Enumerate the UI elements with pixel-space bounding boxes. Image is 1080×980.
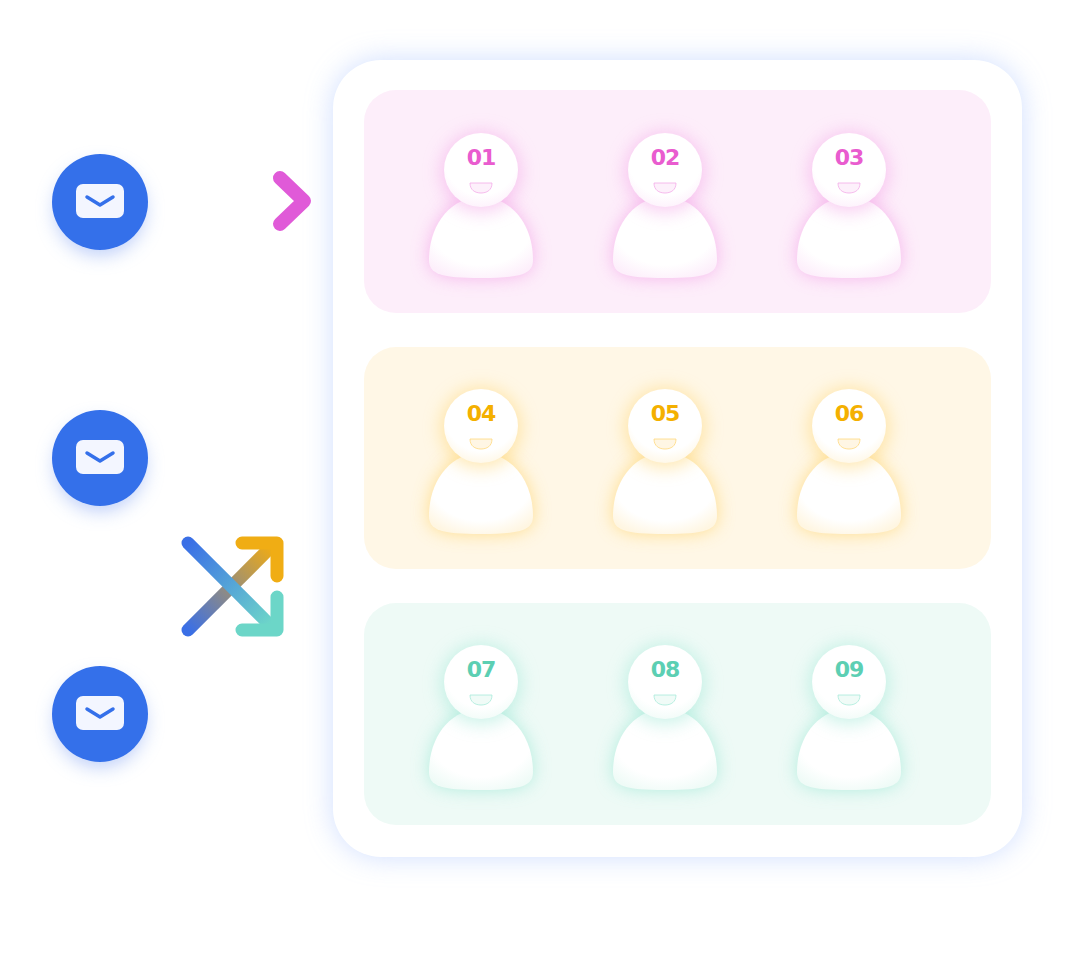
person-node: 08 — [605, 644, 725, 794]
person-node: 09 — [789, 644, 909, 794]
person-number: 01 — [421, 145, 541, 171]
person-node: 02 — [605, 132, 725, 282]
person-node: 05 — [605, 388, 725, 538]
person-number: 03 — [789, 145, 909, 171]
arrow-head — [280, 178, 304, 224]
person-number: 07 — [421, 657, 541, 683]
green-band — [364, 603, 991, 825]
person-number: 02 — [605, 145, 725, 171]
pink-band — [364, 90, 991, 313]
person-node: 04 — [421, 388, 541, 538]
panel-glow — [333, 60, 1022, 857]
shuffle-icon — [188, 543, 277, 630]
person-number: 09 — [789, 657, 909, 683]
person-number: 08 — [605, 657, 725, 683]
person-node: 07 — [421, 644, 541, 794]
person-number: 05 — [605, 401, 725, 427]
person-number: 04 — [421, 401, 541, 427]
person-number: 06 — [789, 401, 909, 427]
person-node: 01 — [421, 132, 541, 282]
arrow — [180, 194, 302, 208]
yellow-band — [364, 347, 991, 569]
panel — [333, 60, 1022, 857]
envelope-icons — [52, 154, 148, 766]
person-node: 03 — [789, 132, 909, 282]
person-node: 06 — [789, 388, 909, 538]
